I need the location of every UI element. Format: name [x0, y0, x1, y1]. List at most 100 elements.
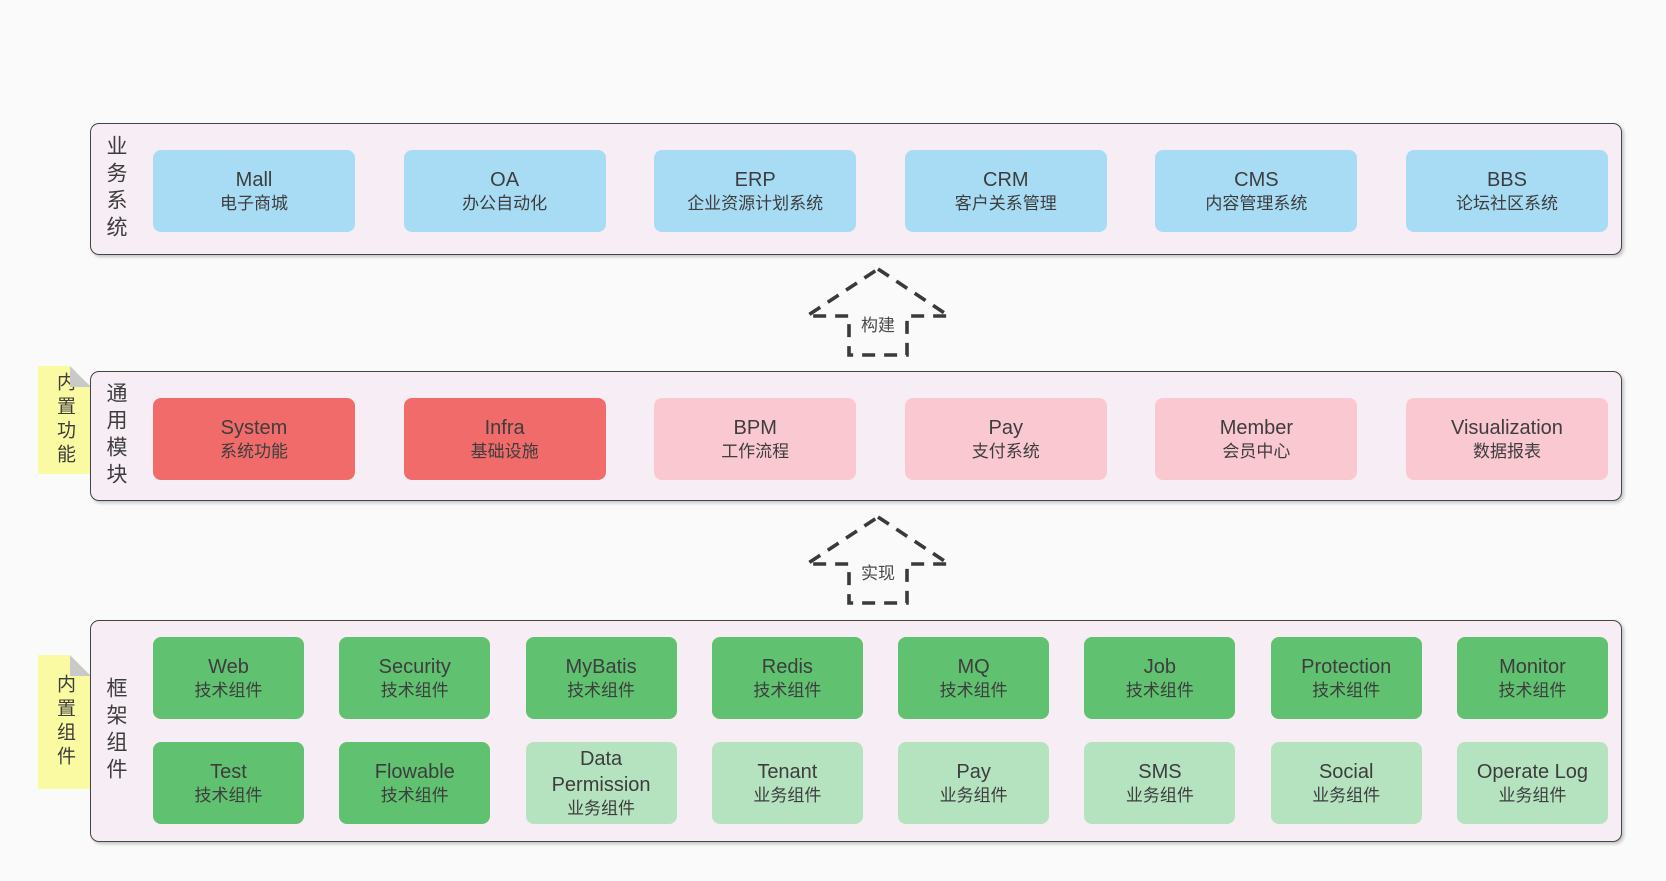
node-subtitle: 技术组件	[1312, 680, 1381, 700]
node-subtitle: 业务组件	[1498, 785, 1567, 805]
node-title: Tenant	[757, 760, 818, 783]
node-subtitle: 支付系统	[971, 441, 1040, 461]
node-subtitle: 数据报表	[1472, 441, 1541, 461]
node-subtitle: 内容管理系统	[1205, 193, 1308, 213]
arrow-build: 构建	[803, 266, 953, 358]
node-title: System	[220, 416, 288, 439]
node-title: Member	[1219, 416, 1294, 439]
node-subtitle: 技术组件	[194, 680, 263, 700]
node-title: Infra	[484, 416, 525, 439]
node-title: Test	[210, 760, 247, 783]
node-subtitle: 会员中心	[1222, 441, 1291, 461]
node-title: SMS	[1138, 760, 1182, 783]
node-title: OA	[490, 168, 520, 191]
node-title: CMS	[1234, 168, 1279, 191]
node-title: MyBatis	[565, 655, 637, 678]
node-subtitle: 业务组件	[1312, 785, 1381, 805]
node-subtitle: 业务组件	[753, 785, 822, 805]
sticky-note-builtin-components: 内置组件	[38, 655, 91, 789]
node-subtitle: 办公自动化	[462, 193, 548, 213]
node-subtitle: 业务组件	[939, 785, 1008, 805]
node-title: ERP	[734, 168, 776, 191]
node-title: BPM	[733, 416, 777, 439]
node-title: CRM	[983, 168, 1029, 191]
node-title: Pay	[988, 416, 1024, 439]
node-title: Security	[378, 655, 451, 678]
node-subtitle: 业务组件	[1125, 785, 1194, 805]
node-title: MQ	[957, 655, 990, 678]
node-subtitle: 业务组件	[567, 798, 636, 818]
node-subtitle: 技术组件	[194, 785, 263, 805]
node-title: Operate Log	[1476, 760, 1589, 783]
node-subtitle: 系统功能	[220, 441, 288, 461]
node-subtitle: 技术组件	[939, 680, 1008, 700]
node-subtitle: 技术组件	[753, 680, 822, 700]
layer-label-common-modules: 通用模块	[104, 382, 127, 490]
node-title: Mall	[235, 168, 273, 191]
node-title: BBS	[1486, 168, 1527, 191]
arrow-implement-label: 实现	[857, 558, 899, 585]
node-subtitle: 企业资源计划系统	[687, 193, 824, 213]
arrow-build-label: 构建	[857, 310, 899, 337]
node-subtitle: 论坛社区系统	[1455, 193, 1558, 213]
node-subtitle: 工作流程	[721, 441, 790, 461]
node-title: Pay	[956, 760, 991, 783]
node-title: Visualization	[1451, 416, 1563, 439]
node-title: Monitor	[1499, 655, 1566, 678]
node-title: Data Permission	[551, 747, 651, 796]
node-subtitle: 电子商城	[220, 193, 288, 213]
node-subtitle: 技术组件	[567, 680, 636, 700]
node-title: Web	[208, 655, 249, 678]
node-title: Redis	[761, 655, 813, 678]
node-subtitle: 基础设施	[470, 441, 539, 461]
node-subtitle: 技术组件	[1125, 680, 1194, 700]
node-title: Flowable	[374, 760, 455, 783]
node-subtitle: 技术组件	[380, 680, 449, 700]
arrow-implement: 实现	[803, 514, 953, 606]
node-subtitle: 客户关系管理	[954, 193, 1057, 213]
node-subtitle: 技术组件	[1498, 680, 1567, 700]
layer-label-framework-components: 框架组件	[104, 677, 127, 785]
node-title: Social	[1318, 760, 1374, 783]
node-subtitle: 技术组件	[380, 785, 449, 805]
sticky-note-builtin-features: 内置功能	[38, 366, 91, 474]
